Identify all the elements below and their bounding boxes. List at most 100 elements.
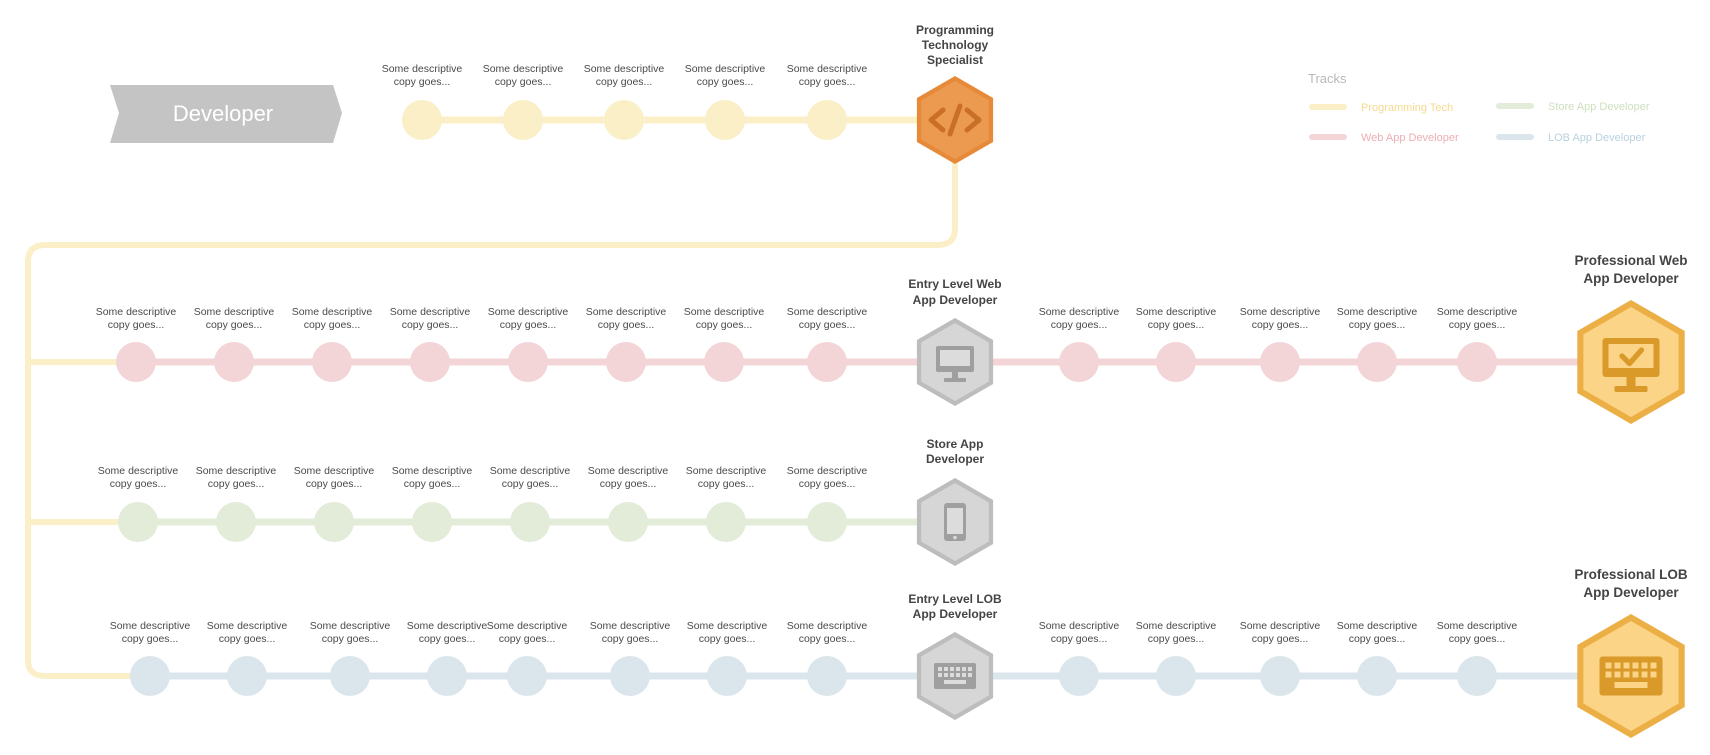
step-text-line1: Some descriptive: [1437, 620, 1518, 632]
step-text-line2: copy goes...: [596, 76, 653, 88]
step-text-line1: Some descriptive: [207, 620, 288, 632]
step-text-line2: copy goes...: [1252, 319, 1309, 331]
track-lines: [25, 116, 1590, 680]
step-circle: [807, 502, 847, 542]
step-text-line2: copy goes...: [110, 478, 167, 490]
milestone-title: Technology: [922, 38, 989, 52]
milestone-title: Developer: [926, 452, 984, 466]
step-circle: [706, 502, 746, 542]
legend-item-programming-tech: Programming Tech: [1309, 102, 1453, 114]
step-circle: [427, 656, 467, 696]
step-text-line2: copy goes...: [602, 633, 659, 645]
step-text-line1: Some descriptive: [588, 465, 669, 477]
badge-shape: [110, 85, 342, 143]
step-text-line1: Some descriptive: [787, 306, 868, 318]
step-text-line2: copy goes...: [306, 478, 363, 490]
keyboard-icon: [1599, 656, 1663, 696]
milestone-title: Store App: [927, 437, 984, 451]
step-text-line1: Some descriptive: [1039, 306, 1120, 318]
step-text-line2: copy goes...: [799, 478, 856, 490]
developer-badge[interactable]: Developer: [110, 85, 342, 143]
step-text-line1: Some descriptive: [787, 465, 868, 477]
step-circle: [807, 342, 847, 382]
step-text-line1: Some descriptive: [310, 620, 391, 632]
step-text-line2: copy goes...: [304, 319, 361, 331]
step-text-line1: Some descriptive: [584, 63, 665, 75]
step-circle: [330, 656, 370, 696]
step-text-line1: Some descriptive: [590, 620, 671, 632]
step-text-line2: copy goes...: [799, 633, 856, 645]
step-text-line1: Some descriptive: [1337, 620, 1418, 632]
track-connector: [25, 160, 958, 679]
step-circle: [508, 342, 548, 382]
legend-label: Store App Developer: [1548, 101, 1650, 113]
step-text-line1: Some descriptive: [194, 306, 275, 318]
legend-label: Programming Tech: [1361, 102, 1453, 114]
step-circle: [1260, 342, 1300, 382]
step-text-line1: Some descriptive: [1437, 306, 1518, 318]
step-text-line1: Some descriptive: [1136, 306, 1217, 318]
step-text-line2: copy goes...: [600, 478, 657, 490]
step-text-line2: copy goes...: [1051, 319, 1108, 331]
step-circle: [1156, 342, 1196, 382]
step-text-line1: Some descriptive: [96, 306, 177, 318]
step-text-line2: copy goes...: [122, 633, 179, 645]
step-text-line1: Some descriptive: [586, 306, 667, 318]
step-text-line1: Some descriptive: [687, 620, 768, 632]
legend-item-lob-app-developer: LOB App Developer: [1496, 132, 1646, 144]
legend-label: Web App Developer: [1361, 132, 1459, 144]
step-circle: [705, 100, 745, 140]
step-text-line2: copy goes...: [1349, 633, 1406, 645]
step-text-line2: copy goes...: [502, 478, 559, 490]
step-text-line1: Some descriptive: [487, 620, 568, 632]
legend-title: Tracks: [1308, 71, 1347, 86]
step-circle: [1059, 656, 1099, 696]
